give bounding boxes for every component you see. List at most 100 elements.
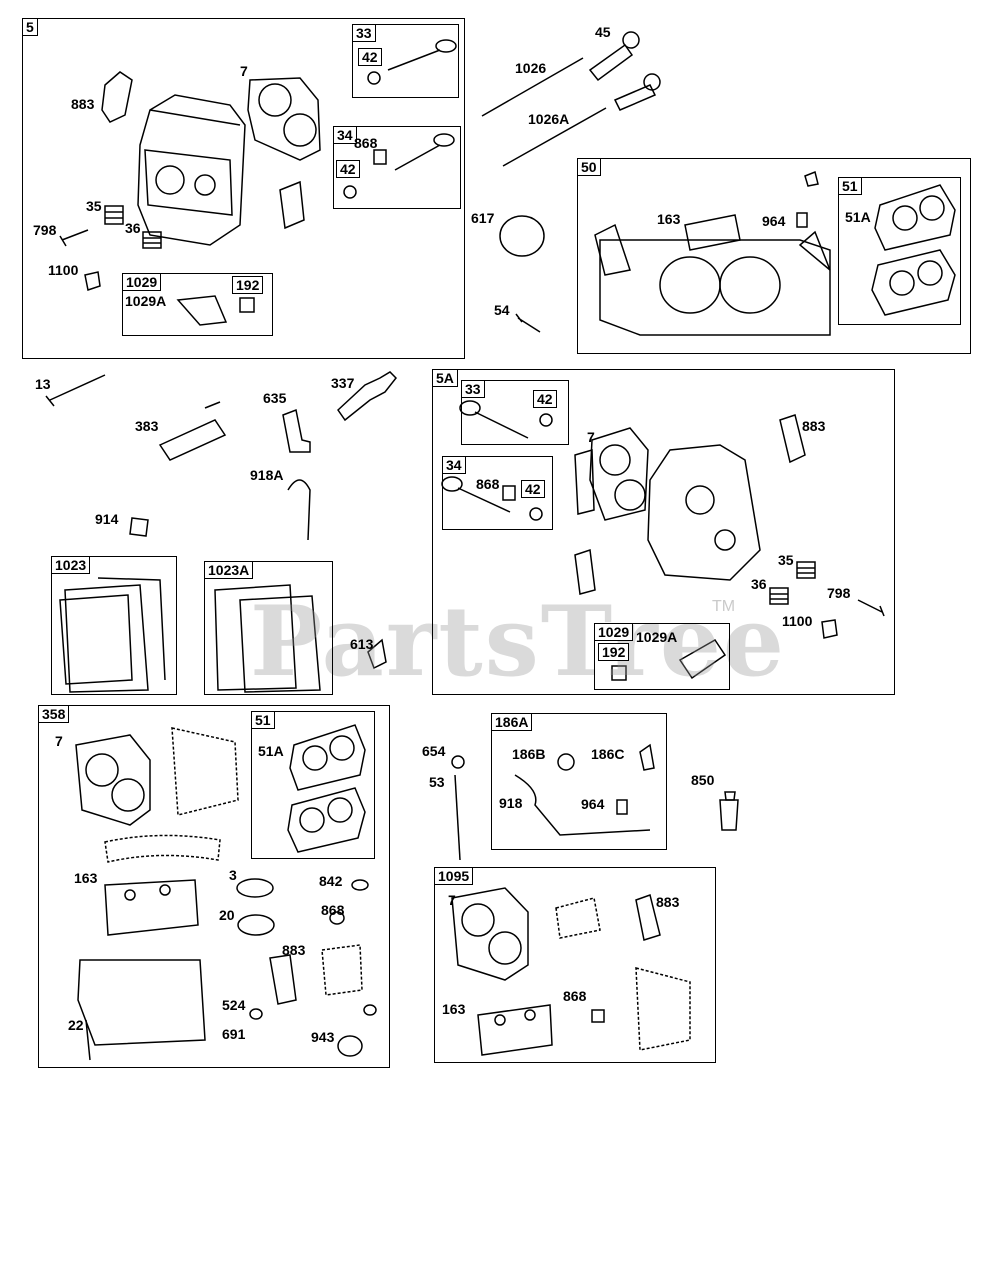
- group-box-1029: [122, 273, 273, 336]
- group-box-5a: [432, 369, 895, 695]
- part-label: 7: [587, 429, 595, 445]
- part-label: 35: [86, 198, 102, 214]
- part-label: 163: [657, 211, 681, 227]
- spring-36b-illustration: [769, 587, 789, 605]
- nut-654-illustration: [451, 755, 465, 769]
- part-label: 45: [595, 24, 611, 40]
- bolt-914-illustration: [129, 517, 149, 537]
- sealant-tube-illustration: [719, 791, 739, 831]
- group-box-50: [577, 158, 971, 354]
- part-label: 798: [827, 585, 851, 601]
- nut-192a-illustration: [611, 665, 627, 681]
- group-box-186a: [491, 713, 667, 850]
- box-tag-186a: 186A: [491, 713, 533, 731]
- part-label: 186C: [591, 746, 625, 762]
- part-label: 1029A: [636, 629, 678, 645]
- seal-617-illustration: [499, 215, 545, 257]
- group-box-358: [38, 705, 390, 1068]
- screw-54-illustration: [515, 313, 541, 333]
- part-label: 868: [321, 902, 345, 918]
- part-label: 850: [691, 772, 715, 788]
- box-tag-50: 50: [577, 158, 601, 176]
- part-label: 617: [471, 210, 495, 226]
- part-label: 7: [240, 63, 248, 79]
- elbow-635-illustration: [282, 408, 311, 453]
- box-tag-1095: 1095: [434, 867, 474, 885]
- spring-36-illustration: [142, 231, 162, 249]
- part-label: 22: [68, 1017, 84, 1033]
- group-box-1029a: [594, 623, 730, 690]
- rocker-arm-illustration: [176, 295, 228, 326]
- box-tag-34a: 34: [442, 456, 466, 474]
- hose-918a-illustration: [287, 479, 311, 541]
- bolt-13-illustration: [45, 374, 106, 407]
- part-label: 1029A: [125, 293, 167, 309]
- clip-1100b-illustration: [821, 619, 838, 639]
- spark-plug-illustration: [337, 371, 398, 422]
- valve-34-illustration: [343, 133, 455, 199]
- valve-cover-1023-illustration: [59, 577, 166, 693]
- gasket-883b-illustration: [779, 414, 806, 464]
- gasket-163-illustration: [684, 214, 741, 251]
- tappet-illustration: [613, 73, 661, 111]
- box-tag-1029: 1029: [122, 273, 162, 291]
- gasket-set-1095-illustration: [451, 887, 691, 1056]
- box-tag-358: 358: [38, 705, 70, 723]
- part-label: 918A: [250, 467, 284, 483]
- part-label: 7: [448, 892, 456, 908]
- group-box-34a: [442, 456, 553, 530]
- head-gasket-5a-illustration: [574, 427, 649, 521]
- box-tag-33: 33: [352, 24, 376, 42]
- part-label: 613: [350, 636, 374, 652]
- part-label: 868: [563, 988, 587, 1004]
- part-label: 54: [494, 302, 510, 318]
- gasket-883-illustration: [101, 71, 133, 123]
- part-label: 36: [751, 576, 767, 592]
- part-label: 383: [135, 418, 159, 434]
- part-label: 883: [282, 942, 306, 958]
- part-label: 1100: [48, 262, 79, 278]
- part-label: 35: [778, 552, 794, 568]
- part-label: 883: [656, 894, 680, 910]
- valve-cover-1023a-illustration: [214, 584, 321, 693]
- part-label: 868: [354, 135, 378, 151]
- part-label: 691: [222, 1026, 246, 1042]
- part-label: 7: [55, 733, 63, 749]
- part-label: 635: [263, 390, 287, 406]
- box-tag-5a: 5A: [432, 369, 458, 387]
- tool-383-illustration: [158, 401, 227, 461]
- part-label: 883: [802, 418, 826, 434]
- box-tag-51: 51: [838, 177, 862, 195]
- part-label: 51A: [258, 743, 284, 759]
- part-label: 337: [331, 375, 355, 391]
- group-box-1023: [51, 556, 177, 695]
- gasket-51a-illustration: [871, 184, 956, 316]
- box-tag-192: 192: [232, 276, 264, 294]
- box-tag-42: 42: [358, 48, 382, 66]
- box-tag-34: 34: [333, 126, 357, 144]
- part-label: 524: [222, 997, 246, 1013]
- gasket-small-5a-illustration: [574, 548, 596, 595]
- box-tag-51b: 51: [251, 711, 275, 729]
- part-label: 654: [422, 743, 446, 759]
- box-tag-5: 5: [22, 18, 38, 36]
- part-label: 20: [219, 907, 235, 923]
- part-label: 51A: [845, 209, 871, 225]
- box-tag-42: 42: [336, 160, 360, 178]
- box-tag-1023: 1023: [51, 556, 91, 574]
- cylinder-head-5a-illustration: [647, 444, 761, 581]
- box-tag-42: 42: [521, 480, 545, 498]
- spring-35-illustration: [104, 205, 124, 225]
- group-box-1023a: [204, 561, 333, 695]
- part-label: 943: [311, 1029, 335, 1045]
- group-box-51b: [251, 711, 375, 859]
- part-label: 1100: [782, 613, 813, 629]
- part-label: 964: [581, 796, 605, 812]
- part-label: 798: [33, 222, 57, 238]
- bolt-798b-illustration: [857, 599, 885, 617]
- breather-186a-illustration: [514, 743, 655, 836]
- fitting-illustration: [804, 170, 819, 187]
- push-rod-1026a-illustration: [502, 107, 607, 167]
- part-label: 53: [429, 774, 445, 790]
- cylinder-head-illustration: [137, 94, 246, 246]
